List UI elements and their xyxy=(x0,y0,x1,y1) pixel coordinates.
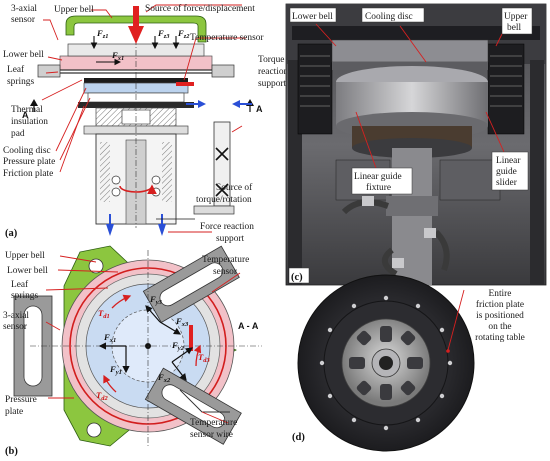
label-friction-plate-a: Friction plate xyxy=(3,169,53,179)
torque-td1: Td1 xyxy=(98,308,110,320)
label-pressure-plate-b2: plate xyxy=(5,407,23,417)
label-torque-reaction-2: reaction xyxy=(258,67,289,77)
label-guide-fixture-2: fixture xyxy=(366,182,391,193)
label-upper-bell-b: Upper bell xyxy=(5,251,45,261)
label-pressure-plate-b1: Pressure xyxy=(5,395,37,405)
force-fy1: Fy1 xyxy=(109,364,122,376)
note-line-3: is positioned xyxy=(476,311,524,321)
label-leaf-springs-b1: Leaf xyxy=(11,279,29,290)
label-temperature-wire-1: Temperature xyxy=(190,418,237,428)
label-lower-bell-b: Lower bell xyxy=(7,266,48,276)
label-pressure-plate-a: Pressure plate xyxy=(3,157,55,167)
force-fz3: Fz3 xyxy=(157,28,170,40)
force-fx2: Fx2 xyxy=(157,372,171,384)
panel-d-labels: Entire friction plate is positioned on t… xyxy=(292,289,525,443)
label-guide-slider-3: slider xyxy=(496,178,518,188)
label-force-reaction-1: Force reaction xyxy=(200,222,254,232)
panel-c-labels: Lower bell Cooling disc Upper bell Linea… xyxy=(291,12,528,283)
torque-td3: Td3 xyxy=(198,352,211,364)
label-guide-slider-2: guide xyxy=(496,167,517,177)
force-fz2: Fz2 xyxy=(177,28,190,40)
label-leaf-springs-a1: Leaf xyxy=(7,64,25,75)
label-thermal-pad-1: Thermal xyxy=(11,105,43,115)
note-line-4: on the xyxy=(488,322,511,332)
panel-b-tag: (b) xyxy=(5,446,18,457)
label-temperature-wire-2: sensor wire xyxy=(190,430,233,440)
label-torque-reaction-1: Torque xyxy=(258,55,284,65)
section-mark-a-right: A xyxy=(256,104,263,114)
force-fy2: Fy2 xyxy=(171,340,185,352)
force-fx3: Fx3 xyxy=(175,316,189,328)
label-leaf-springs-b2: springs xyxy=(11,291,38,301)
label-upper-bell-c2: bell xyxy=(507,23,521,33)
label-axial-sensor-b2: sensor xyxy=(3,322,28,332)
torque-td2: Td2 xyxy=(96,390,109,402)
panel-d-tag: (d) xyxy=(292,432,305,443)
section-aa: A - A xyxy=(238,321,259,331)
label-axial-sensor-b1: 3-axial xyxy=(3,311,29,321)
label-temperature-sensor-a: Temperature sensor xyxy=(190,33,264,43)
label-source-torque-2: torque/rotation xyxy=(196,195,252,205)
note-line-1: Entire xyxy=(489,289,512,299)
label-axial-sensor-a1: 3-axial xyxy=(11,4,37,14)
force-fx1-b: Fx1 xyxy=(103,332,116,344)
label-axial-sensor-a2: sensor xyxy=(11,15,36,25)
label-upper-bell-c1: Upper xyxy=(504,12,528,22)
label-lower-bell-c: Lower bell xyxy=(292,12,333,22)
label-thermal-pad-3: pad xyxy=(11,129,25,139)
panel-b-top-view xyxy=(13,245,262,447)
panel-c-photo xyxy=(285,3,547,286)
label-temperature-sensor-b2: sensor xyxy=(213,267,238,277)
label-leaf-springs-a2: springs xyxy=(7,77,34,87)
note-line-2: friction plate xyxy=(476,299,524,310)
panel-c-tag: (c) xyxy=(291,272,303,283)
panel-b-labels: Upper bell Lower bell Leaf springs 3-axi… xyxy=(3,251,259,457)
upper-bell-shape xyxy=(65,15,207,43)
label-force-reaction-2: support xyxy=(216,234,245,244)
panel-b-leaders xyxy=(45,255,241,424)
label-source-force: Source of force/displacement xyxy=(145,3,255,14)
label-lower-bell-a: Lower bell xyxy=(3,50,44,60)
force-fz1: Fz1 xyxy=(96,28,109,40)
label-guide-slider-1: Linear xyxy=(496,156,521,166)
label-thermal-pad-2: insulation xyxy=(11,117,48,127)
label-source-torque-1: Source of xyxy=(216,182,253,193)
force-fy3: Fy3 xyxy=(149,294,163,306)
section-mark-a-left: A xyxy=(22,110,29,120)
label-cooling-disc-a: Cooling disc xyxy=(3,146,51,156)
label-upper-bell-a: Upper bell xyxy=(54,5,94,15)
label-temperature-sensor-b1: Temperature xyxy=(202,255,249,265)
label-torque-reaction-3: support xyxy=(258,79,287,89)
panel-a-tag: (a) xyxy=(5,228,18,239)
panel-d-photo xyxy=(297,274,475,452)
label-cooling-disc-c: Cooling disc xyxy=(365,12,413,22)
label-guide-fixture-1: Linear guide xyxy=(354,172,402,182)
panel-a-leaders xyxy=(41,4,246,233)
panel-a-labels: 3-axial sensor Upper bell Source of forc… xyxy=(3,3,289,244)
force-fx1-a: Fx1 xyxy=(111,50,124,62)
panel-a-section xyxy=(30,6,254,236)
note-line-5: rotating table xyxy=(475,333,525,343)
